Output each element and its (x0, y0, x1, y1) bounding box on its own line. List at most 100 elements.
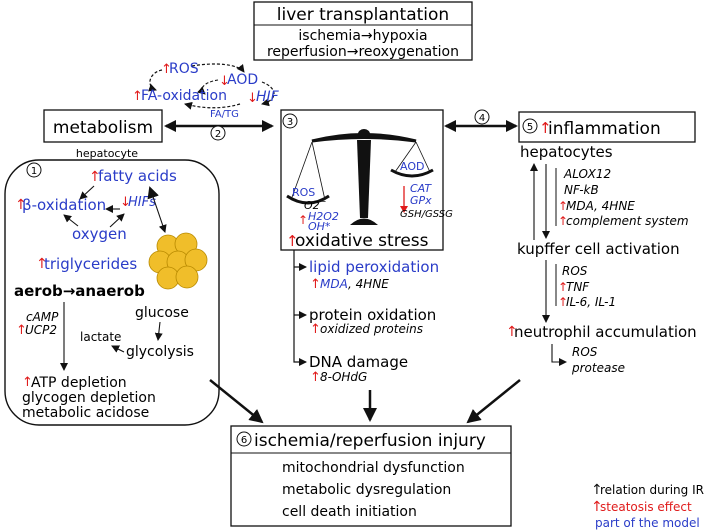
cycle-arrow-2 (191, 63, 245, 73)
hifs-label: HIFs (128, 195, 156, 210)
ros-neutrophil-label: ROS (572, 345, 598, 359)
balance-scale-icon (286, 129, 434, 225)
inflammation-panel: 5 ↑ inflammation hepatocytes ALOX12 NF-k… (506, 111, 697, 375)
atp-depletion-label: ATP depletion (31, 375, 127, 391)
ischemia-hypoxia-label: ischemia→hypoxia (298, 28, 427, 44)
ros-kupffer-label: ROS (562, 264, 588, 278)
aerob-anaerob-label: aerob→anaerob (14, 282, 145, 300)
cycle-fa-oxidation-label: FA-oxidation (141, 88, 227, 104)
tnf-label: TNF (566, 280, 590, 294)
glycolysis-lactate-arrow (111, 345, 125, 353)
metabolism-header-box: metabolism hepatocyte (43, 109, 163, 160)
scale-aod-label: AOD (400, 160, 424, 173)
alox12-label: ALOX12 (563, 167, 611, 181)
svg-text:2: 2 (215, 129, 221, 140)
oxidative-stress-title: oxidative stress (295, 231, 429, 251)
il-label: IL-6, IL-1 (566, 295, 616, 309)
legend-red-arrow: ↑ (591, 499, 603, 515)
protease-label: protease (571, 361, 625, 375)
beta-oxidation-label: β-oxidation (22, 196, 106, 214)
h2o2-label: H2O2 (308, 210, 339, 223)
complement-system-label: complement system (566, 214, 689, 228)
cycle-ros-label: ROS (169, 61, 199, 77)
steatosis-up-arrow: ↑ (89, 169, 101, 185)
oxygen-to-beta-arrow (63, 214, 79, 227)
mda-hne-label: MDA, 4HNE (320, 277, 389, 291)
nfkb-label: NF-kB (564, 183, 599, 197)
steatosis-down-arrow: ↓ (219, 74, 230, 89)
liver-transplantation-box: liver transplantation ischemia→hypoxia r… (253, 1, 473, 61)
oxidized-proteins-label: oxidized proteins (320, 322, 423, 336)
ir-injury-box: 6 ischemia/reperfusion injury mitochondr… (230, 425, 512, 527)
hepatocyte-panel: 1 ↑ fatty acids ↑ β-oxidation ↓ HIFs oxy… (4, 159, 220, 426)
legend-relation-label: relation during IR (600, 483, 704, 497)
steatosis-up-arrow: ↑ (558, 295, 568, 309)
lipid-droplet-icon (148, 232, 208, 290)
steatosis-cycle: ↑ ROS ↓ AOD ↑ FA-oxidation ↓ HIF FA/TG (132, 61, 280, 120)
link-2-badge (210, 125, 226, 141)
cycle-arrow-4 (184, 101, 241, 110)
camp-label: cAMP (26, 310, 59, 324)
steatosis-up-arrow: ↑ (558, 199, 568, 213)
glucose-label: glucose (135, 305, 189, 321)
lipid-peroxidation-label: lipid peroxidation (309, 258, 439, 276)
cycle-fa-tg-label: FA/TG (210, 109, 239, 120)
scale-ros-label: ROS (292, 186, 315, 199)
cat-label: CAT (410, 182, 432, 195)
gsh-gssg-label: GSH/GSSG (400, 209, 453, 220)
steatosis-up-arrow: ↑ (310, 277, 321, 292)
glucose-glycolysis-arrow (154, 321, 163, 341)
steatosis-down-arrow: ↓ (120, 195, 131, 210)
mda-hne-inflammation-label: MDA, 4HNE (566, 199, 635, 213)
panel-6-badge (236, 431, 252, 447)
svg-text:5: 5 (527, 122, 533, 133)
steatosis-up-arrow: ↑ (16, 323, 27, 338)
8-ohdg-label: 8-OHdG (320, 370, 367, 384)
hepatocytes-label: hepatocytes (520, 143, 613, 161)
cycle-hif-label: HIF (256, 89, 280, 105)
oh-label: OH* (308, 220, 331, 233)
panel-3-badge (282, 113, 298, 129)
panel-1-badge (26, 162, 42, 178)
legend-model-label: part of the model (595, 516, 700, 530)
glycogen-depletion-label: glycogen depletion (22, 390, 156, 406)
metabolic-dysregulation-label: metabolic dysregulation (282, 482, 451, 498)
steatosis-down-arrow: ↓ (247, 91, 258, 106)
svg-text:3: 3 (287, 117, 293, 128)
inflammation-to-injury-arrow (466, 379, 521, 424)
steatosis-up-arrow: ↑ (298, 213, 308, 227)
protein-oxidation-label: protein oxidation (309, 306, 436, 324)
liver-transplantation-title: liver transplantation (277, 5, 449, 25)
oxygen-label: oxygen (72, 225, 127, 243)
steatosis-up-arrow: ↑ (558, 214, 568, 228)
hepatocyte-label: hepatocyte (76, 147, 138, 160)
mitochondrial-dysfunction-label: mitochondrial dysfunction (282, 460, 465, 476)
legend-black-arrow: ↑ (591, 482, 603, 498)
steatosis-up-arrow: ↑ (539, 119, 552, 137)
panel-5-badge (522, 118, 538, 134)
branch-dna-arrow (293, 250, 307, 366)
steatosis-up-arrow: ↑ (22, 375, 33, 390)
steatosis-up-arrow: ↑ (558, 280, 568, 294)
inflammation-title: inflammation (548, 119, 661, 139)
fa-to-beta-arrow (79, 185, 95, 200)
reperfusion-reoxygenation-label: reperfusion→reoxygenation (267, 44, 459, 60)
o2-label: O2− (304, 197, 326, 212)
fa-triglycerides-arrow (147, 186, 167, 233)
ucp2-label: UCP2 (25, 323, 57, 337)
metabolism-to-injury-arrow (209, 379, 264, 424)
steatosis-up-arrow: ↑ (310, 322, 321, 337)
steatosis-up-arrow: ↑ (506, 324, 518, 340)
svg-text:6: 6 (241, 435, 247, 446)
neutrophil-accumulation-label: neutrophil accumulation (514, 323, 697, 341)
cell-death-initiation-label: cell death initiation (282, 504, 417, 520)
cycle-aod-label: AOD (227, 72, 258, 88)
steatosis-up-arrow: ↑ (161, 62, 172, 77)
fatty-acids-label: fatty acids (98, 167, 177, 185)
steatosis-up-arrow: ↑ (36, 256, 48, 272)
neutrophil-products-arrow (551, 344, 567, 366)
legend: ↑ relation during IR ↑ steatosis effect … (591, 482, 704, 530)
inflammation-header-box (518, 111, 696, 143)
cycle-arrow-1 (148, 69, 163, 92)
